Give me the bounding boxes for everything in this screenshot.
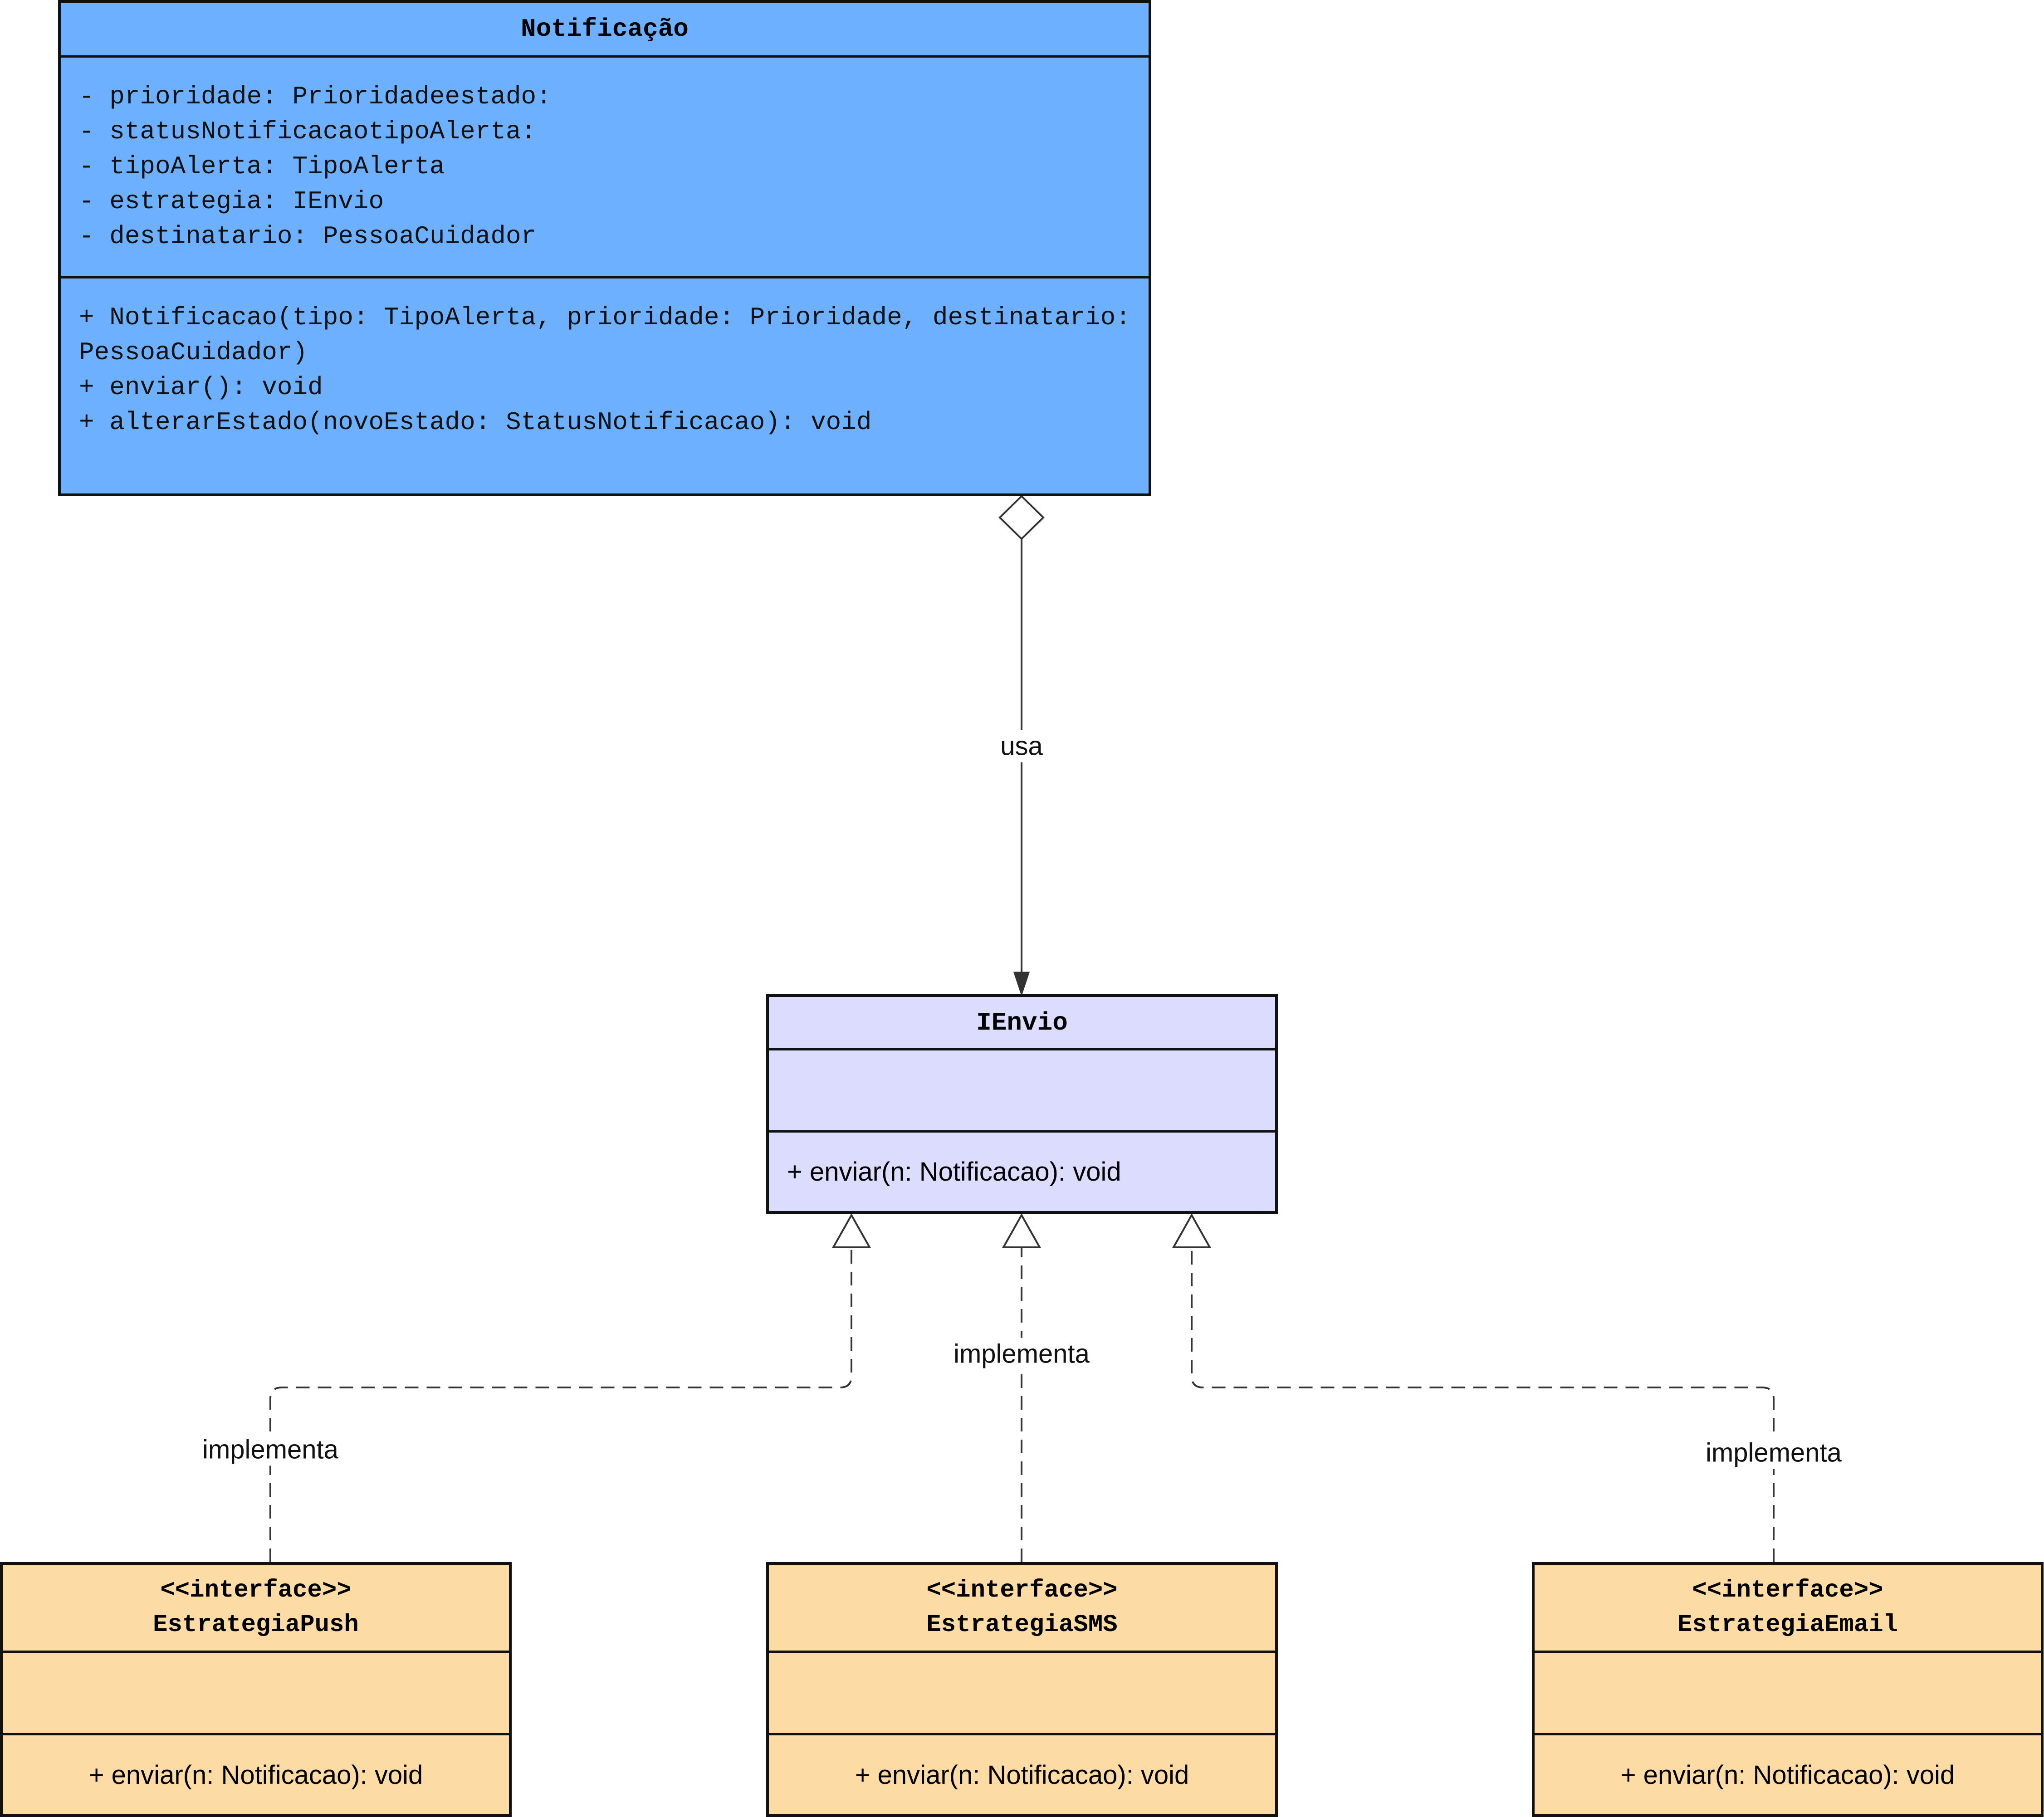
class-name: EstrategiaPush (153, 1611, 359, 1639)
stereotype: <<interface>> (1692, 1576, 1883, 1604)
attribute: - destinatario: PessoaCuidador (79, 222, 537, 251)
realization-line-email (1191, 1247, 1775, 1562)
methods-section: + enviar(n: Notificacao): void (3, 1733, 509, 1814)
realization-triangle-push (831, 1213, 871, 1248)
class-name: EstrategiaSMS (926, 1611, 1118, 1639)
implementation-label-push: implementa (199, 1433, 342, 1466)
attributes-section (3, 1651, 509, 1733)
methods-section: + enviar(n: Notificacao): void (769, 1130, 1275, 1211)
stereotype: <<interface>> (160, 1576, 352, 1604)
class-name: EstrategiaEmail (1677, 1611, 1898, 1639)
class-title: Notificação (521, 15, 689, 44)
method: + enviar(): void (79, 373, 323, 402)
implementation-label-email: implementa (1702, 1436, 1845, 1469)
attributes-section (769, 1048, 1275, 1130)
aggregation-arrowhead (1013, 972, 1030, 996)
methods-section: + enviar(n: Notificacao): void (769, 1733, 1275, 1814)
class-title: <<interface>> EstrategiaSMS (769, 1565, 1275, 1651)
stereotype: <<interface>> (926, 1576, 1118, 1604)
method: + enviar(n: Notificacao): void (1620, 1760, 1955, 1790)
attributes-section (769, 1651, 1275, 1733)
class-estrategia-sms[interactable]: <<interface>> EstrategiaSMS + enviar(n: … (766, 1562, 1278, 1817)
aggregation-diamond (998, 495, 1045, 540)
class-notificacao[interactable]: Notificação - prioridade: Prioridadeesta… (58, 0, 1151, 496)
class-estrategia-email[interactable]: <<interface>> EstrategiaEmail + enviar(n… (1532, 1562, 2044, 1817)
attributes-section (1535, 1651, 2041, 1733)
attribute: - statusNotificacaotipoAlerta: (79, 117, 537, 146)
method: + enviar(n: Notificacao): void (855, 1760, 1189, 1790)
class-estrategia-push[interactable]: <<interface>> EstrategiaPush + enviar(n:… (0, 1562, 512, 1817)
realization-triangle-sms (1002, 1213, 1042, 1248)
class-ienvio[interactable]: IEnvio + enviar(n: Notificacao): void (766, 994, 1278, 1214)
methods-section: + Notificacao(tipo: TipoAlerta, priorida… (61, 276, 1149, 493)
attribute: - tipoAlerta: TipoAlerta (79, 152, 445, 181)
method: + enviar(n: Notificacao): void (787, 1157, 1121, 1187)
method: + Notificacao(tipo: TipoAlerta, priorida… (79, 303, 1131, 332)
method: + alterarEstado(novoEstado: StatusNotifi… (79, 408, 872, 437)
realization-triangle-email (1172, 1213, 1212, 1248)
implementation-label-sms: implementa (950, 1338, 1093, 1370)
attributes-section: - prioridade: Prioridadeestado: - status… (61, 55, 1149, 276)
realization-line-push (269, 1247, 852, 1562)
method: PessoaCuidador) (79, 338, 308, 367)
attribute: - estrategia: IEnvio (79, 187, 384, 216)
method: + enviar(n: Notificacao): void (88, 1760, 423, 1790)
class-title: <<interface>> EstrategiaPush (3, 1565, 509, 1651)
attribute: - prioridade: Prioridadeestado: (79, 82, 552, 111)
methods-section: + enviar(n: Notificacao): void (1535, 1733, 2041, 1814)
aggregation-label: usa (997, 730, 1046, 762)
class-title: IEnvio (976, 1008, 1068, 1037)
class-title: <<interface>> EstrategiaEmail (1535, 1565, 2041, 1651)
